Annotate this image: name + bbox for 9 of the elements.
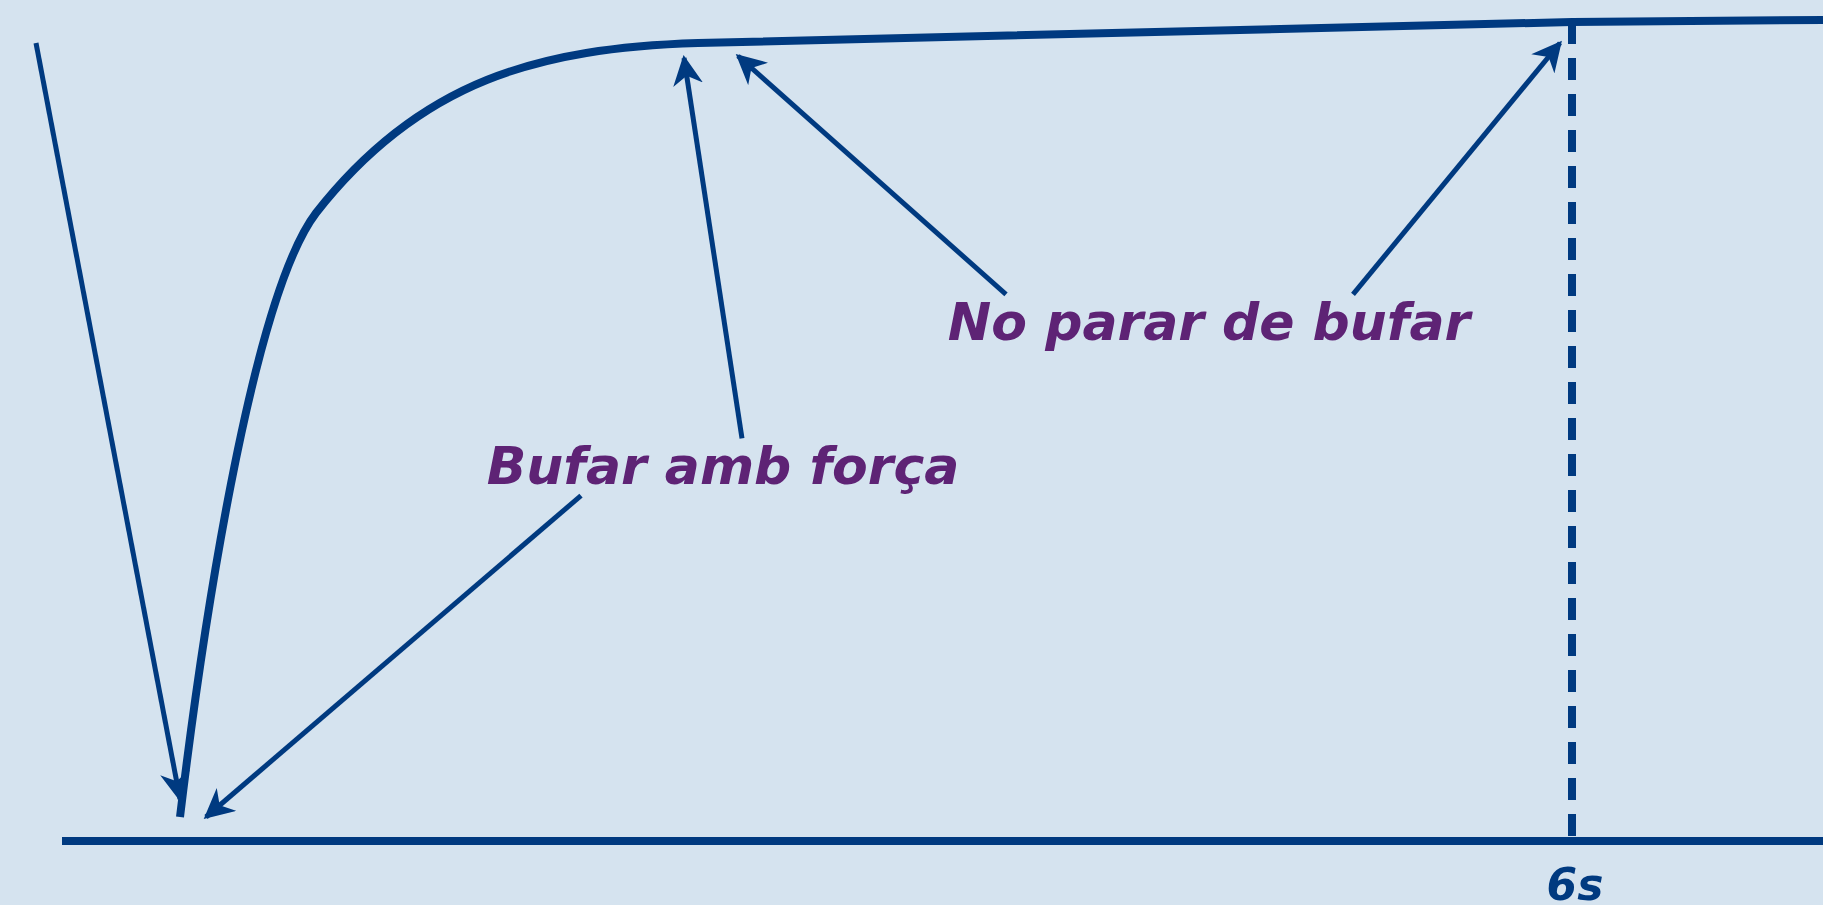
arrow — [203, 493, 583, 819]
arrow — [735, 54, 1008, 297]
flow-curve — [176, 16, 1823, 818]
annotation-text: No parar de bufar — [947, 294, 1471, 352]
annotation-text: Bufar amb força — [486, 438, 960, 496]
arrow — [33, 42, 190, 802]
time-label: 6s — [1546, 863, 1604, 905]
arrow — [1351, 40, 1562, 296]
arrow — [673, 55, 745, 439]
